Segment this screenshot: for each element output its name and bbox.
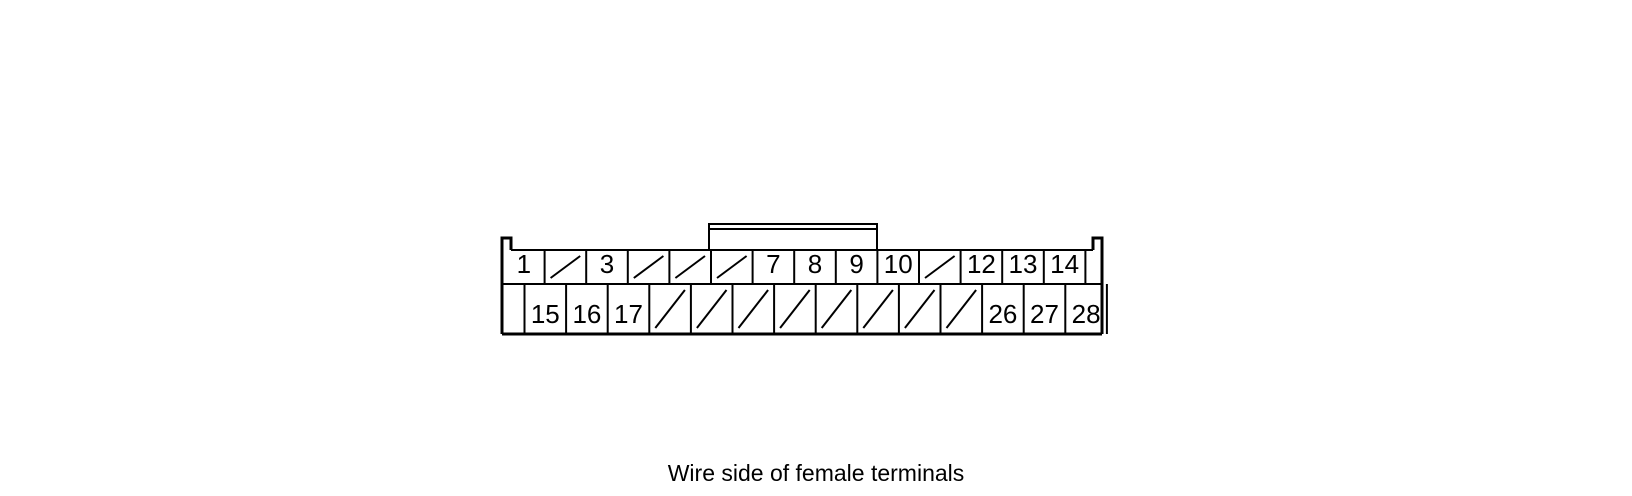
bottom-row-pin-label: 28 <box>1072 299 1101 329</box>
bottom-row-unused-pin-slash <box>820 289 853 329</box>
bottom-row-unused-pin-slash <box>945 289 977 329</box>
top-row-pin-label: 13 <box>1009 249 1038 279</box>
bottom-row-pin-label: 26 <box>988 299 1017 329</box>
housing-outline <box>500 236 1104 334</box>
bottom-row-unused-pin-slash <box>654 289 686 329</box>
top-row-unused-pin-slash <box>674 255 706 279</box>
diagram-caption: Wire side of female terminals <box>667 460 965 486</box>
bottom-row-pin-label: 15 <box>531 299 560 329</box>
locking-tab <box>708 223 878 250</box>
top-row-pin-label: 12 <box>967 249 996 279</box>
top-row-pin-label: 1 <box>517 249 531 279</box>
bottom-row-pin-label: 27 <box>1030 299 1059 329</box>
bottom-row-unused-pin-slash <box>696 289 728 329</box>
bottom-row-unused-pin-slash <box>862 289 894 329</box>
top-row-pin-label: 7 <box>766 249 780 279</box>
top-row-unused-pin-slash <box>633 255 664 279</box>
top-row-unused-pin-slash <box>924 255 956 279</box>
connector-housing <box>500 223 1104 336</box>
bottom-row-pin-label: 16 <box>572 299 601 329</box>
top-row-unused-pin-slash <box>716 255 748 279</box>
top-row-pin-label: 8 <box>808 249 822 279</box>
top-row-pin-label: 14 <box>1050 249 1079 279</box>
top-row-pin-label: 10 <box>884 249 913 279</box>
bottom-row-unused-pin-slash <box>904 289 936 329</box>
bottom-row-unused-pin-slash <box>737 289 769 329</box>
top-row-unused-pin-slash <box>550 255 581 279</box>
top-row-pin-label: 9 <box>849 249 863 279</box>
top-row-pin-label: 3 <box>600 249 614 279</box>
bottom-row-unused-pin-slash <box>779 289 811 329</box>
bottom-row-pin-label: 17 <box>614 299 643 329</box>
